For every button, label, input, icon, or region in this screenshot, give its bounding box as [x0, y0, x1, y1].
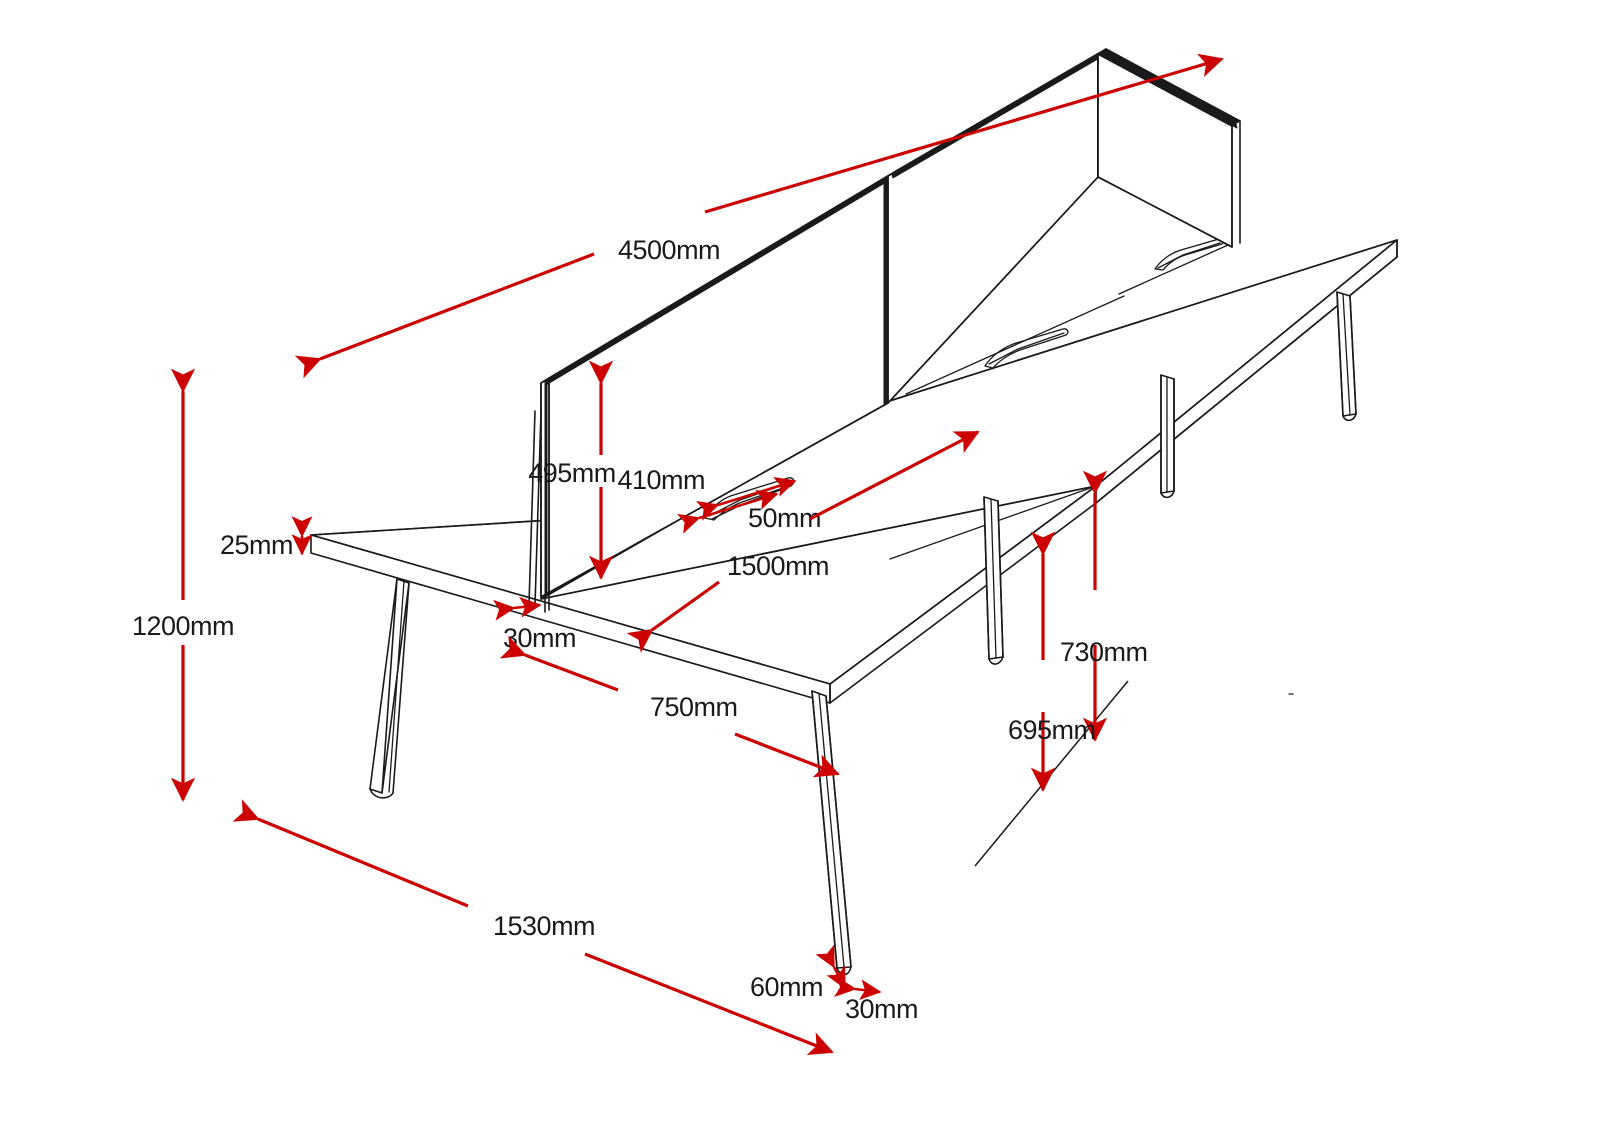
- dimension-overall-depth: 1530mm: [232, 799, 834, 1056]
- dimension-label-50: 50mm: [748, 503, 821, 533]
- dimension-label-25: 25mm: [220, 530, 293, 560]
- dimension-label-495: 495mm: [528, 458, 616, 488]
- dimension-label-60: 60mm: [750, 972, 823, 1002]
- privacy-screen-panel-3: [1097, 48, 1241, 248]
- dimension-desk-depth: 750mm: [499, 635, 840, 778]
- screen-support-post-left: [544, 591, 550, 613]
- desk-assembly-geometry: [310, 48, 1398, 976]
- leg-front-left: [369, 578, 410, 799]
- ground-reference-line: [974, 680, 1129, 867]
- dimension-label-30b: 30mm: [845, 994, 918, 1024]
- front-worktop: [310, 485, 1097, 704]
- dimension-worktop-height: 730mm: [1060, 470, 1148, 742]
- dimension-screen-height: 495mm: [528, 360, 616, 580]
- dimension-leg-width: 60mm: [750, 944, 847, 1002]
- dimension-module-width: 1500mm: [626, 430, 980, 653]
- dimension-label-30a: 30mm: [503, 623, 576, 653]
- dimension-cutout-width: 50mm: [677, 489, 822, 534]
- dimension-overall-height: 1200mm: [132, 368, 235, 802]
- dimension-label-695: 695mm: [1008, 715, 1096, 745]
- dimension-label-750: 750mm: [650, 692, 738, 722]
- leg-front-right: [811, 690, 852, 976]
- dimension-overall-length: 4500mm: [294, 53, 1224, 379]
- privacy-screen-panel-2: [883, 48, 1107, 406]
- dimension-top-thickness: 25mm: [220, 516, 313, 560]
- dimension-label-1500: 1500mm: [727, 551, 829, 581]
- leg-far-right: [1336, 291, 1357, 422]
- cable-cutout-back-left: [984, 328, 1069, 369]
- dimension-annotations: 4500mm 495mm 410mm 50mm: [132, 53, 1224, 1056]
- dimension-label-730: 730mm: [1060, 637, 1148, 667]
- leg-back-left: [528, 410, 542, 606]
- dimension-label-410: 410mm: [617, 465, 705, 495]
- dimension-leg-depth: 30mm: [834, 976, 919, 1024]
- dimension-label-1200: 1200mm: [132, 611, 234, 641]
- dimension-underframe-clearance: 695mm: [1008, 531, 1096, 792]
- leg-far-middle: [1160, 374, 1175, 499]
- dimension-label-4500: 4500mm: [618, 235, 720, 265]
- leg-middle-back: [983, 496, 1004, 665]
- dimension-label-1530: 1530mm: [493, 911, 595, 941]
